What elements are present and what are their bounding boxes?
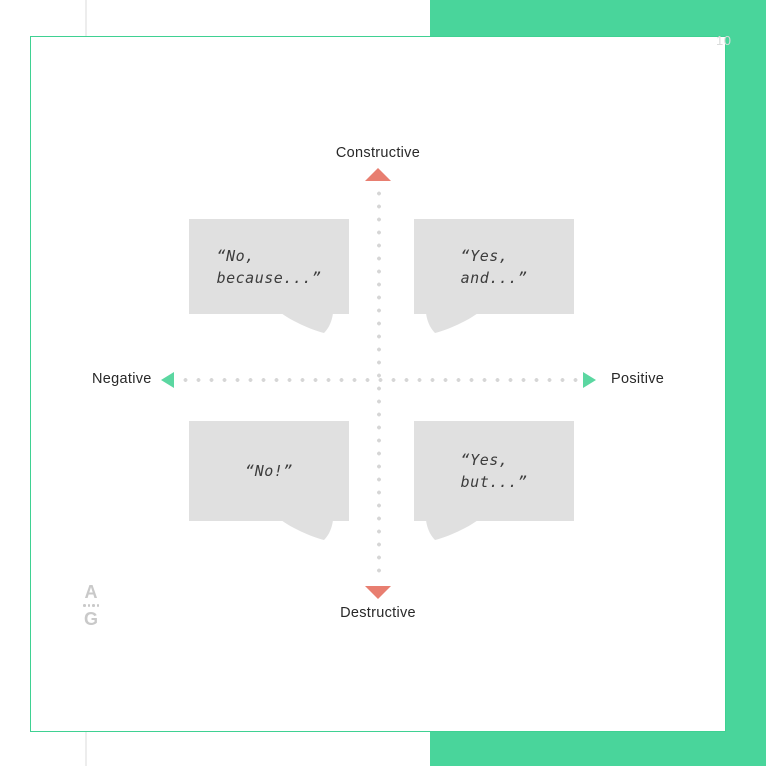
speech-bubble-yes-but: “Yes, but...” <box>414 421 574 540</box>
bubble-text-line: but...” <box>460 473 528 491</box>
arrow-up-icon <box>365 168 391 181</box>
bubble-text-line: “No, <box>216 246 255 265</box>
bubble-tail <box>281 520 333 540</box>
arrow-down-icon <box>365 586 391 599</box>
diagram-card: Constructive Destructive Negative Positi… <box>30 36 726 732</box>
bubble-text-line: because...” <box>216 268 322 287</box>
speech-bubble-no-because: “No, because...” <box>189 219 349 333</box>
logo-letter-g: G <box>83 608 98 629</box>
axis-label-positive: Positive <box>611 371 665 387</box>
axis-label-constructive: Constructive <box>335 145 421 161</box>
arrow-right-icon <box>583 372 596 388</box>
logo-letter-a: A <box>84 582 98 602</box>
speech-bubble-no: “No!” <box>189 421 349 540</box>
ag-logo: A G <box>79 583 103 628</box>
axis-label-negative: Negative <box>92 371 152 387</box>
vertical-dotted-axis <box>377 187 381 579</box>
horizontal-dotted-axis <box>179 378 579 382</box>
bubble-text-line: “Yes, <box>460 246 509 265</box>
logo-dots <box>83 604 99 607</box>
bubble-tail <box>281 313 333 333</box>
bubble-text-line: and...” <box>460 268 528 287</box>
arrow-left-icon <box>161 372 174 388</box>
bubble-text-line: “No!” <box>245 462 293 480</box>
speech-bubble-yes-and: “Yes, and...” <box>414 219 574 333</box>
page-number-watermark: 10 <box>716 33 732 48</box>
bubble-tail <box>426 520 478 540</box>
axis-label-destructive: Destructive <box>340 605 416 621</box>
bubble-tail <box>426 313 478 333</box>
bubble-text-line: “Yes, <box>460 451 509 469</box>
